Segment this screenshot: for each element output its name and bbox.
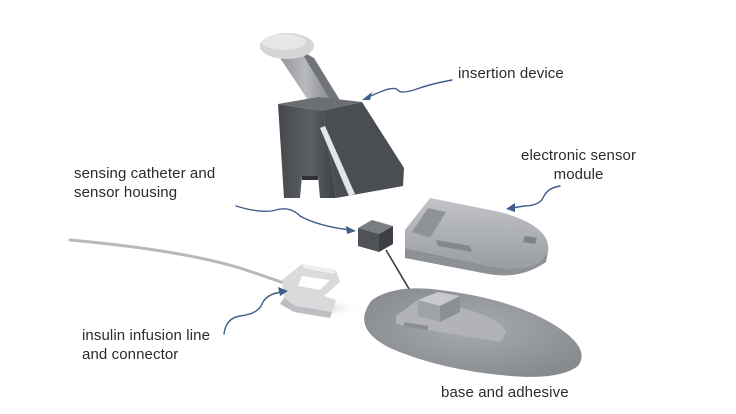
arrowhead-catheter [346,226,356,234]
base-and-adhesive [364,288,582,377]
insertion-device-arm-side [300,50,346,110]
label-sensing-catheter: sensing catheter and sensor housing [74,164,215,202]
sensor-housing-front [358,228,379,252]
leader-lines [223,79,561,335]
label-insulin-line1: insulin infusion line [82,327,211,344]
insulin-infusion-line [68,238,294,288]
leader-insertion-device [365,79,453,99]
label-insertion-device-text: insertion device [458,65,564,82]
label-insulin-line2: and connector [82,346,179,363]
arrowhead-module [506,203,515,212]
electronic-sensor-module [405,198,549,276]
base-socket-side [440,296,460,322]
base-socket-front [418,300,440,322]
label-base-and-adhesive: base and adhesive [441,383,569,402]
arrowhead-insertion [362,92,372,100]
base-socket-top [418,292,460,306]
insertion-device-notch [300,176,320,198]
sensor-module-edge [405,248,548,276]
label-base-text: base and adhesive [441,384,569,401]
insertion-device [260,33,404,198]
label-sensing-catheter-line1: sensing catheter and [74,165,216,182]
infusion-tubing [68,238,294,288]
label-electronic-sensor-module: electronic sensor module [521,146,636,184]
label-electronic-sensor-line2: module [553,166,604,183]
label-sensing-catheter-line2: sensor housing [74,184,178,201]
sensor-housing-side [379,226,393,252]
leader-sensing-catheter [235,205,351,231]
insertion-device-highlight [320,126,355,196]
insertion-device-top [278,97,362,111]
connector-edge [280,298,332,318]
leader-insulin-line [223,291,283,335]
label-electronic-sensor-line1: electronic sensor [521,147,637,164]
label-insulin-infusion: insulin infusion line and connector [82,326,210,364]
label-insertion-device: insertion device [458,64,564,83]
sensor-housing [358,220,393,252]
arrowhead-insulin [278,287,288,296]
leader-sensor-module [511,185,561,209]
infusion-connector [280,264,362,318]
insertion-device-cap-highlight [262,34,306,50]
connector-opening [298,276,330,290]
